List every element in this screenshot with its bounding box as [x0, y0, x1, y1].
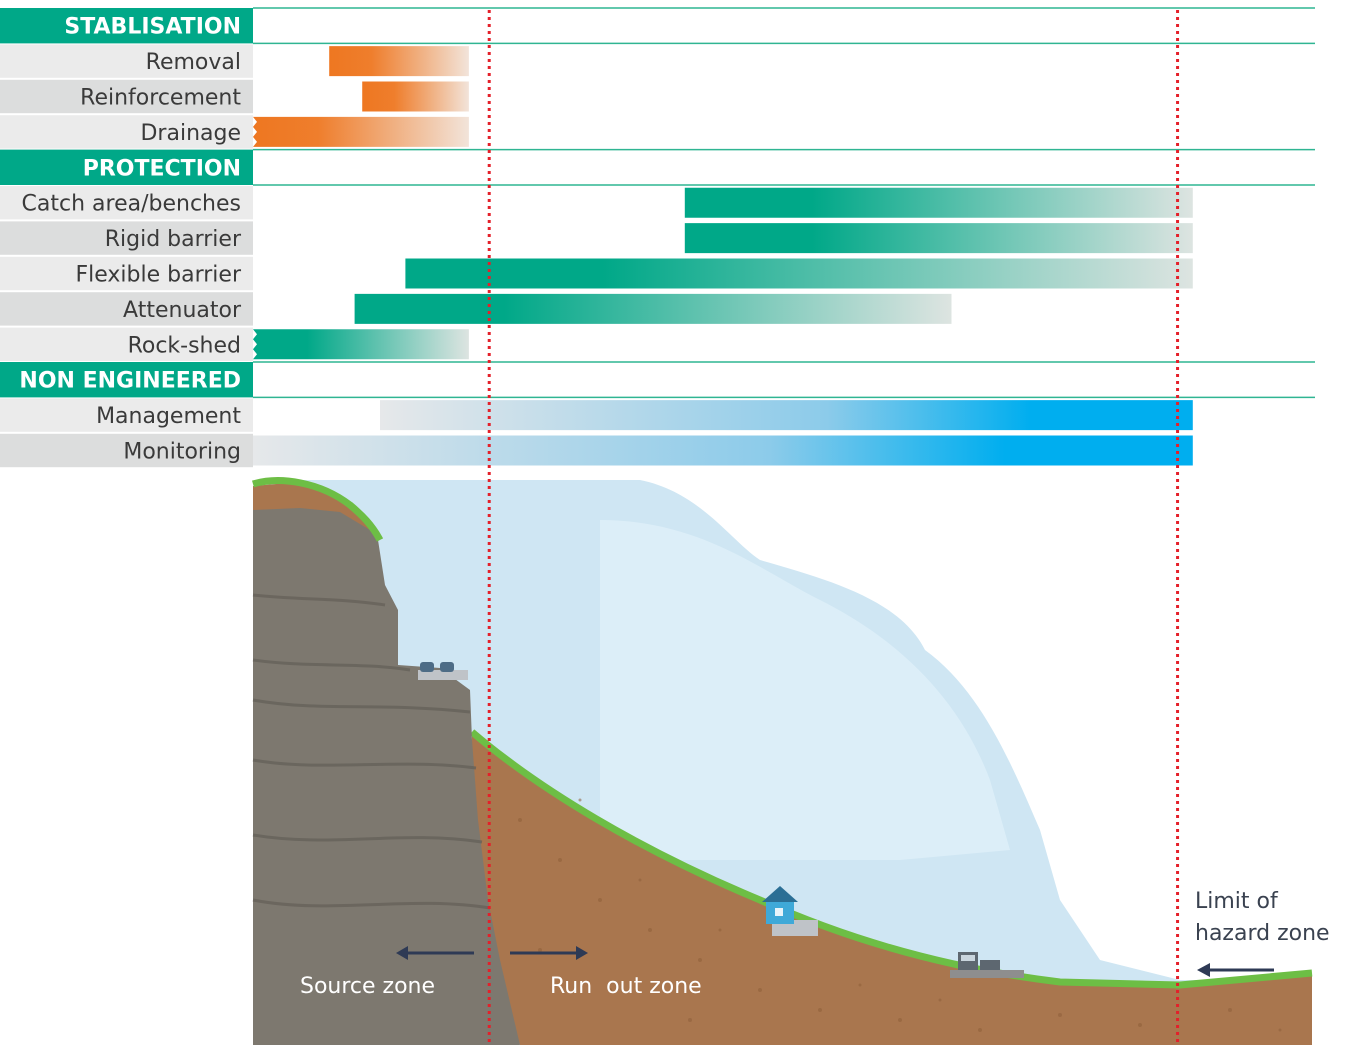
cliff-top-soil — [253, 482, 378, 535]
bar-drainage — [253, 116, 469, 147]
measure-chart: STABLISATION RemovalReinforcementDrainage… — [0, 7, 1315, 468]
row-label: Rigid barrier — [105, 227, 242, 252]
row-label-bg — [0, 256, 253, 291]
source-zone-label: Source zone — [300, 974, 435, 999]
row-label-bg — [0, 327, 253, 361]
bar-rock-shed — [253, 329, 469, 360]
row-label: Removal — [146, 50, 241, 75]
grass-cliff-top — [252, 477, 384, 542]
rock-strata — [252, 593, 491, 910]
limit-label-line2: hazard zone — [1195, 921, 1330, 946]
house-icon — [762, 886, 818, 936]
section-title: STABLISATION — [64, 15, 241, 40]
row-label-bg — [0, 115, 253, 149]
section-title: NON ENGINEERED — [19, 369, 241, 394]
runout-zone-arrow — [510, 946, 588, 960]
landscape-illustration — [252, 477, 1313, 1045]
soil-texture — [518, 798, 1282, 1032]
sky-cloud-soft — [600, 520, 1010, 860]
bar-monitoring — [253, 435, 1193, 466]
bar-catch-area-benches — [684, 187, 1193, 218]
row-label-bg — [0, 44, 253, 78]
row-label: Attenuator — [123, 298, 242, 323]
bar-attenuator — [354, 293, 952, 324]
row-label-bg — [0, 398, 253, 432]
source-zone-arrow — [396, 946, 474, 960]
row-label: Management — [96, 404, 241, 429]
limit-arrow — [1197, 963, 1274, 977]
row-label: Rock-shed — [128, 333, 241, 358]
bar-reinforcement — [362, 81, 469, 112]
row-label: Reinforcement — [80, 86, 241, 111]
row-label-bg — [0, 433, 253, 468]
bar-flexible-barrier — [405, 258, 1193, 289]
row-label: Flexible barrier — [76, 263, 242, 288]
section-header-bg — [0, 362, 253, 398]
row-label-bg — [0, 292, 253, 326]
row-label: Drainage — [140, 121, 241, 146]
section-header-bg — [0, 149, 253, 185]
row-label: Catch area/benches — [22, 192, 241, 217]
bar-removal — [329, 46, 469, 77]
soil-slope — [472, 732, 1312, 1045]
row-label-bg — [0, 186, 253, 220]
bar-management — [380, 400, 1193, 431]
limit-label-line1: Limit of — [1195, 889, 1279, 914]
runout-zone-label: Run out zone — [550, 974, 702, 999]
truck-icon — [950, 952, 1024, 978]
section-header-bg — [0, 8, 253, 44]
row-label: Monitoring — [123, 440, 241, 465]
row-label-bg — [0, 79, 253, 114]
bar-rigid-barrier — [684, 223, 1193, 254]
row-label-bg — [0, 221, 253, 255]
zone-labels: Source zone Run out zone Limit of hazard… — [300, 889, 1330, 999]
section-title: PROTECTION — [83, 156, 241, 181]
cars-on-ledge-icon — [418, 662, 468, 680]
